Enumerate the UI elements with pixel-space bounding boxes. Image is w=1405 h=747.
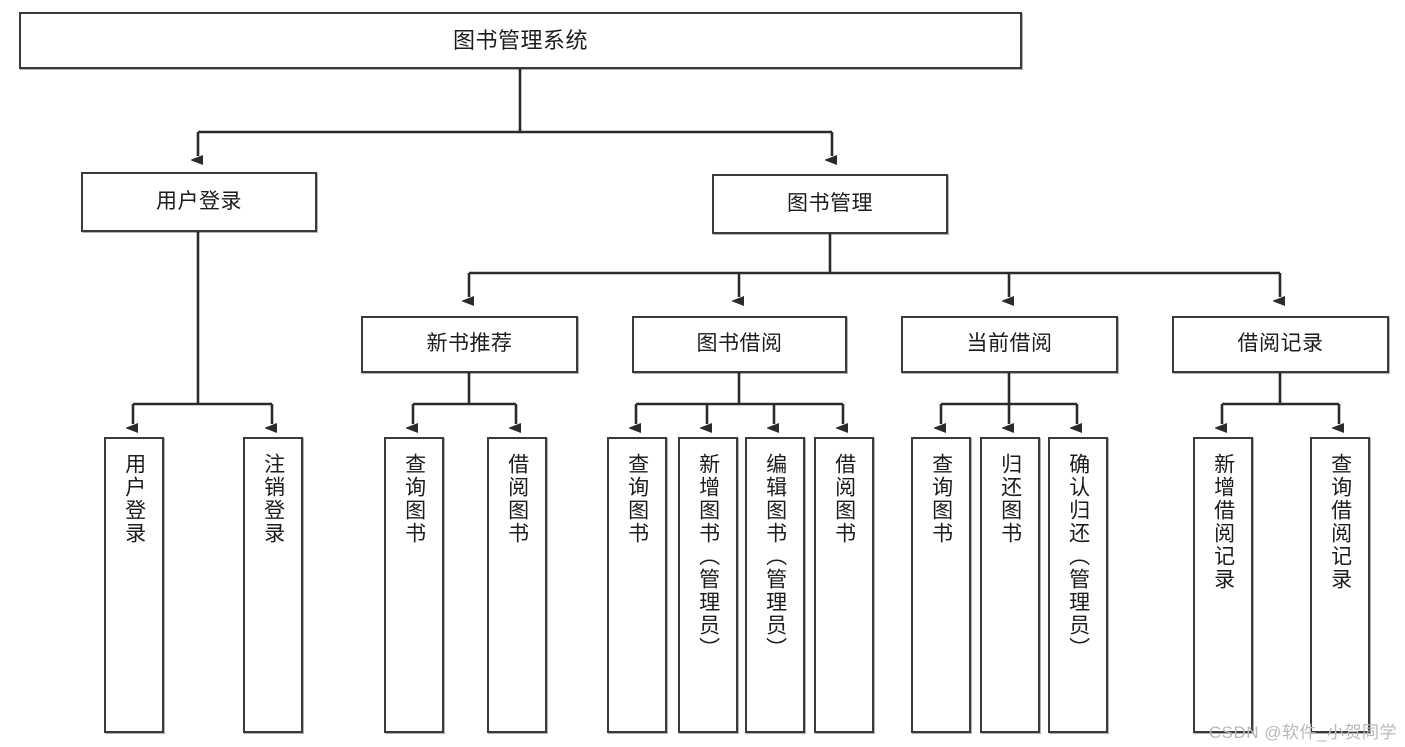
node-label: 新增图书（管理员） (696, 453, 720, 660)
leaf-book-borrow-add-book-admin[interactable]: 新增图书（管理员） (678, 437, 738, 733)
leaf-book-borrow-edit-book-admin[interactable]: 编辑图书（管理员） (745, 437, 805, 733)
leaf-new-book-borrow-book[interactable]: 借阅图书 (487, 437, 547, 733)
leaf-current-borrow-return-book[interactable]: 归还图书 (980, 437, 1040, 733)
node-book-management[interactable]: 图书管理 (712, 174, 948, 234)
leaf-borrow-record-query-record[interactable]: 查询借阅记录 (1310, 437, 1370, 733)
node-label: 借阅记录 (1237, 332, 1324, 356)
node-label: 当前借阅 (966, 332, 1053, 356)
node-root-book-management-system[interactable]: 图书管理系统 (19, 12, 1022, 69)
node-label: 归还图书 (998, 453, 1022, 545)
node-borrow-record[interactable]: 借阅记录 (1172, 316, 1389, 373)
node-label: 查询图书 (625, 453, 649, 545)
leaf-book-borrow-borrow-book[interactable]: 借阅图书 (814, 437, 874, 733)
node-label: 用户登录 (122, 453, 146, 545)
leaf-book-borrow-query-book[interactable]: 查询图书 (607, 437, 667, 733)
node-label: 借阅图书 (832, 453, 856, 545)
node-current-borrow[interactable]: 当前借阅 (901, 316, 1118, 373)
node-book-borrow[interactable]: 图书借阅 (632, 316, 847, 373)
node-new-book-recommend[interactable]: 新书推荐 (361, 316, 578, 373)
leaf-new-book-query-book[interactable]: 查询图书 (384, 437, 444, 733)
leaf-user-login-login[interactable]: 用户登录 (104, 437, 164, 733)
node-label: 新增借阅记录 (1211, 453, 1235, 591)
node-label: 借阅图书 (505, 453, 529, 545)
leaf-user-login-logout[interactable]: 注销登录 (243, 437, 303, 733)
node-user-login[interactable]: 用户登录 (81, 172, 317, 232)
node-label: 确认归还（管理员） (1066, 453, 1090, 660)
leaf-current-borrow-query-book[interactable]: 查询图书 (911, 437, 971, 733)
node-label: 编辑图书（管理员） (763, 453, 787, 660)
node-label: 查询图书 (402, 453, 426, 545)
node-label: 图书管理 (787, 191, 873, 215)
leaf-current-borrow-confirm-return-admin[interactable]: 确认归还（管理员） (1048, 437, 1108, 733)
node-label: 用户登录 (156, 189, 242, 213)
node-label: 注销登录 (261, 453, 285, 545)
node-label: 查询借阅记录 (1328, 453, 1352, 591)
node-label: 查询图书 (929, 453, 953, 545)
node-label: 图书借阅 (696, 332, 783, 356)
csdn-watermark: CSDN @软件_小贺同学 (1208, 723, 1397, 742)
node-label: 图书管理系统 (452, 27, 588, 53)
node-label: 新书推荐 (426, 332, 513, 356)
leaf-borrow-record-add-record[interactable]: 新增借阅记录 (1193, 437, 1253, 733)
